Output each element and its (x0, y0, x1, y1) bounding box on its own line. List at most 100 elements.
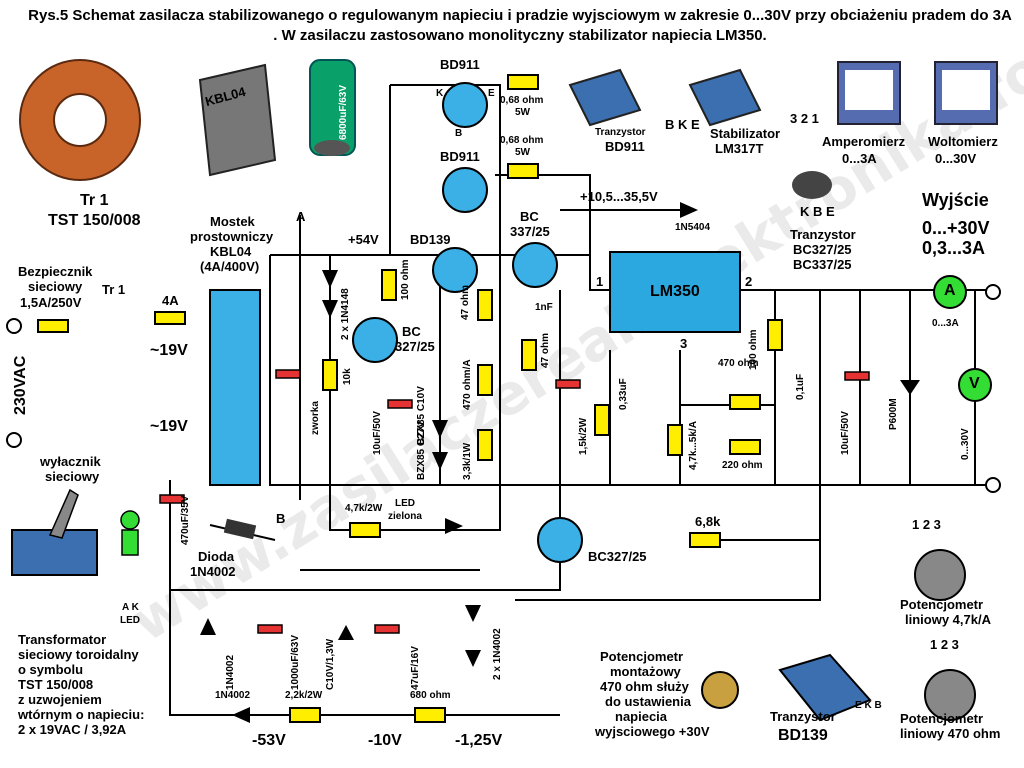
r47b-label: 47 ohm (540, 332, 551, 368)
pot470-a: Potencjometr (900, 711, 984, 726)
c033-label: 0,33uF (618, 378, 629, 410)
r68k-label: 6,8k (695, 514, 721, 529)
r47k2w-label: 4,7k/2W (345, 503, 383, 514)
lm317-pins: 3 2 1 (790, 111, 819, 126)
electrolytic-capacitor-image (309, 59, 356, 156)
output-terminal-plus (985, 284, 1001, 300)
capacitor-mid (555, 379, 581, 389)
pin-b: B (455, 128, 463, 139)
bd139-pkg-b: BD139 (778, 727, 828, 744)
resistor-470ohm-trim (729, 394, 761, 410)
ac-terminal-top (6, 318, 22, 334)
resistor-pot-47k (667, 424, 683, 456)
capacitor-10uf (387, 399, 413, 409)
pot47k-a: Potencjometr (900, 597, 984, 612)
r680-label: 680 ohm (410, 690, 451, 701)
resistor-100ohm (381, 269, 397, 301)
r068-1b: 5W (515, 107, 530, 118)
switch-label-1: wyłacznik (40, 454, 101, 469)
pot-47k-image (914, 549, 966, 601)
vm53-label: -53V (252, 732, 286, 749)
pot-470-image (924, 669, 976, 721)
d1n4002-h-label: 1N4002 (215, 690, 251, 701)
voltmeter-symbol-label: V (969, 375, 980, 392)
plus54-label: +54V (348, 232, 379, 247)
led-green-symbol (445, 518, 463, 534)
bridge-rectifier-image (198, 63, 277, 177)
transistor-bd911-top (442, 82, 488, 128)
bc327-b: 327/25 (395, 339, 435, 354)
voltmeter-symbol (958, 368, 992, 402)
trimpot-image (701, 671, 739, 709)
output-title: Wyjście (922, 190, 989, 210)
tr-bc-c: BC337/25 (793, 257, 852, 272)
bd911-top-label: BD911 (440, 57, 480, 72)
bridge-desc-4: (4A/400V) (200, 259, 260, 274)
resistor-68k (689, 532, 721, 548)
trafo-c: o symbolu (18, 662, 84, 677)
lm350-pin3: 3 (680, 336, 688, 351)
c1000-label: 1000uF/63V (290, 634, 301, 690)
resistor-068ohm-1 (507, 74, 539, 90)
output-current-range: 0,3...3A (922, 238, 986, 258)
bc327-2-label: BC327/25 (588, 549, 647, 564)
r068-1a: 0,68 ohm (500, 95, 544, 106)
dioda-2: 1N4002 (190, 564, 236, 579)
amp-a: Amperomierz (822, 134, 906, 149)
volt-a: Woltomierz (928, 134, 998, 149)
bc337-b: 337/25 (510, 224, 550, 239)
trafo-e: z uzwojeniem (18, 692, 102, 707)
capacitor-6800uf (275, 369, 301, 379)
zener-c27v (432, 452, 448, 470)
fuse2-value: 4A (162, 293, 179, 308)
trafo-f: wtórnym o napieciu: (18, 707, 145, 722)
cap-big-label: 6800uF/63V (338, 84, 349, 140)
point-b-bottom: B (276, 511, 286, 526)
trim-a: Potencjometr (600, 649, 684, 664)
resistor-220ohm (729, 439, 761, 455)
bd911-pins: B K E (665, 117, 700, 132)
trim-e: napiecia (615, 709, 668, 724)
trafo-g: 2 x 19VAC / 3,92A (18, 722, 127, 737)
pot470-pins: 1 2 3 (930, 637, 959, 652)
trim-f: wyjsciowego +30V (595, 724, 710, 739)
trim-c: 470 ohm służy (600, 679, 689, 694)
r100b-label: 100 ohm (748, 329, 759, 370)
diode-1n4148-b (322, 300, 338, 318)
tr1-label: Tr 1 (80, 192, 109, 209)
d1n5404-label: 1N5404 (675, 222, 711, 233)
led-z2: zielona (388, 511, 422, 522)
led-z1: LED (395, 498, 415, 509)
secondary-1: ~19V (150, 342, 188, 359)
r068-2b: 5W (515, 147, 530, 158)
diode-1n4002-v (200, 618, 216, 635)
bd139-package-image (778, 653, 872, 722)
ac-terminal-bottom (6, 432, 22, 448)
ammeter-range: 0...3A (932, 318, 959, 329)
trim-b: montażowy (610, 664, 681, 679)
lm317-package-image (688, 68, 762, 127)
bzx-c27-label: BZX85 C27V (416, 421, 427, 480)
resistor-470ohm-pot (477, 364, 493, 396)
resistor-47ohm (477, 289, 493, 321)
resistor-100ohm-b (767, 319, 783, 351)
transistor-bc327-2 (537, 517, 583, 563)
dioda-1: Dioda (198, 549, 235, 564)
zener-c10v (432, 420, 448, 438)
volt-b: 0...30V (935, 151, 977, 166)
lm350-pin2: 2 (745, 274, 753, 289)
diode-1n5404 (680, 202, 698, 218)
vm10-label: -10V (368, 732, 402, 749)
pot47k-pins: 1 2 3 (912, 517, 941, 532)
bridge-desc-2: prostowniczy (190, 229, 274, 244)
ammeter-symbol-label: A (944, 282, 956, 299)
trafo-d: TST 150/008 (18, 677, 94, 692)
r22k-label: 2,2k/2W (285, 690, 323, 701)
r100-label: 100 ohm (400, 259, 411, 300)
pin-e: E (488, 88, 495, 99)
bd139-pkg-a: Tranzystor (770, 709, 836, 724)
resistor-10k (322, 359, 338, 391)
diode-1n4002-h (232, 707, 250, 723)
fuse-title-2: sieciowy (28, 279, 83, 294)
